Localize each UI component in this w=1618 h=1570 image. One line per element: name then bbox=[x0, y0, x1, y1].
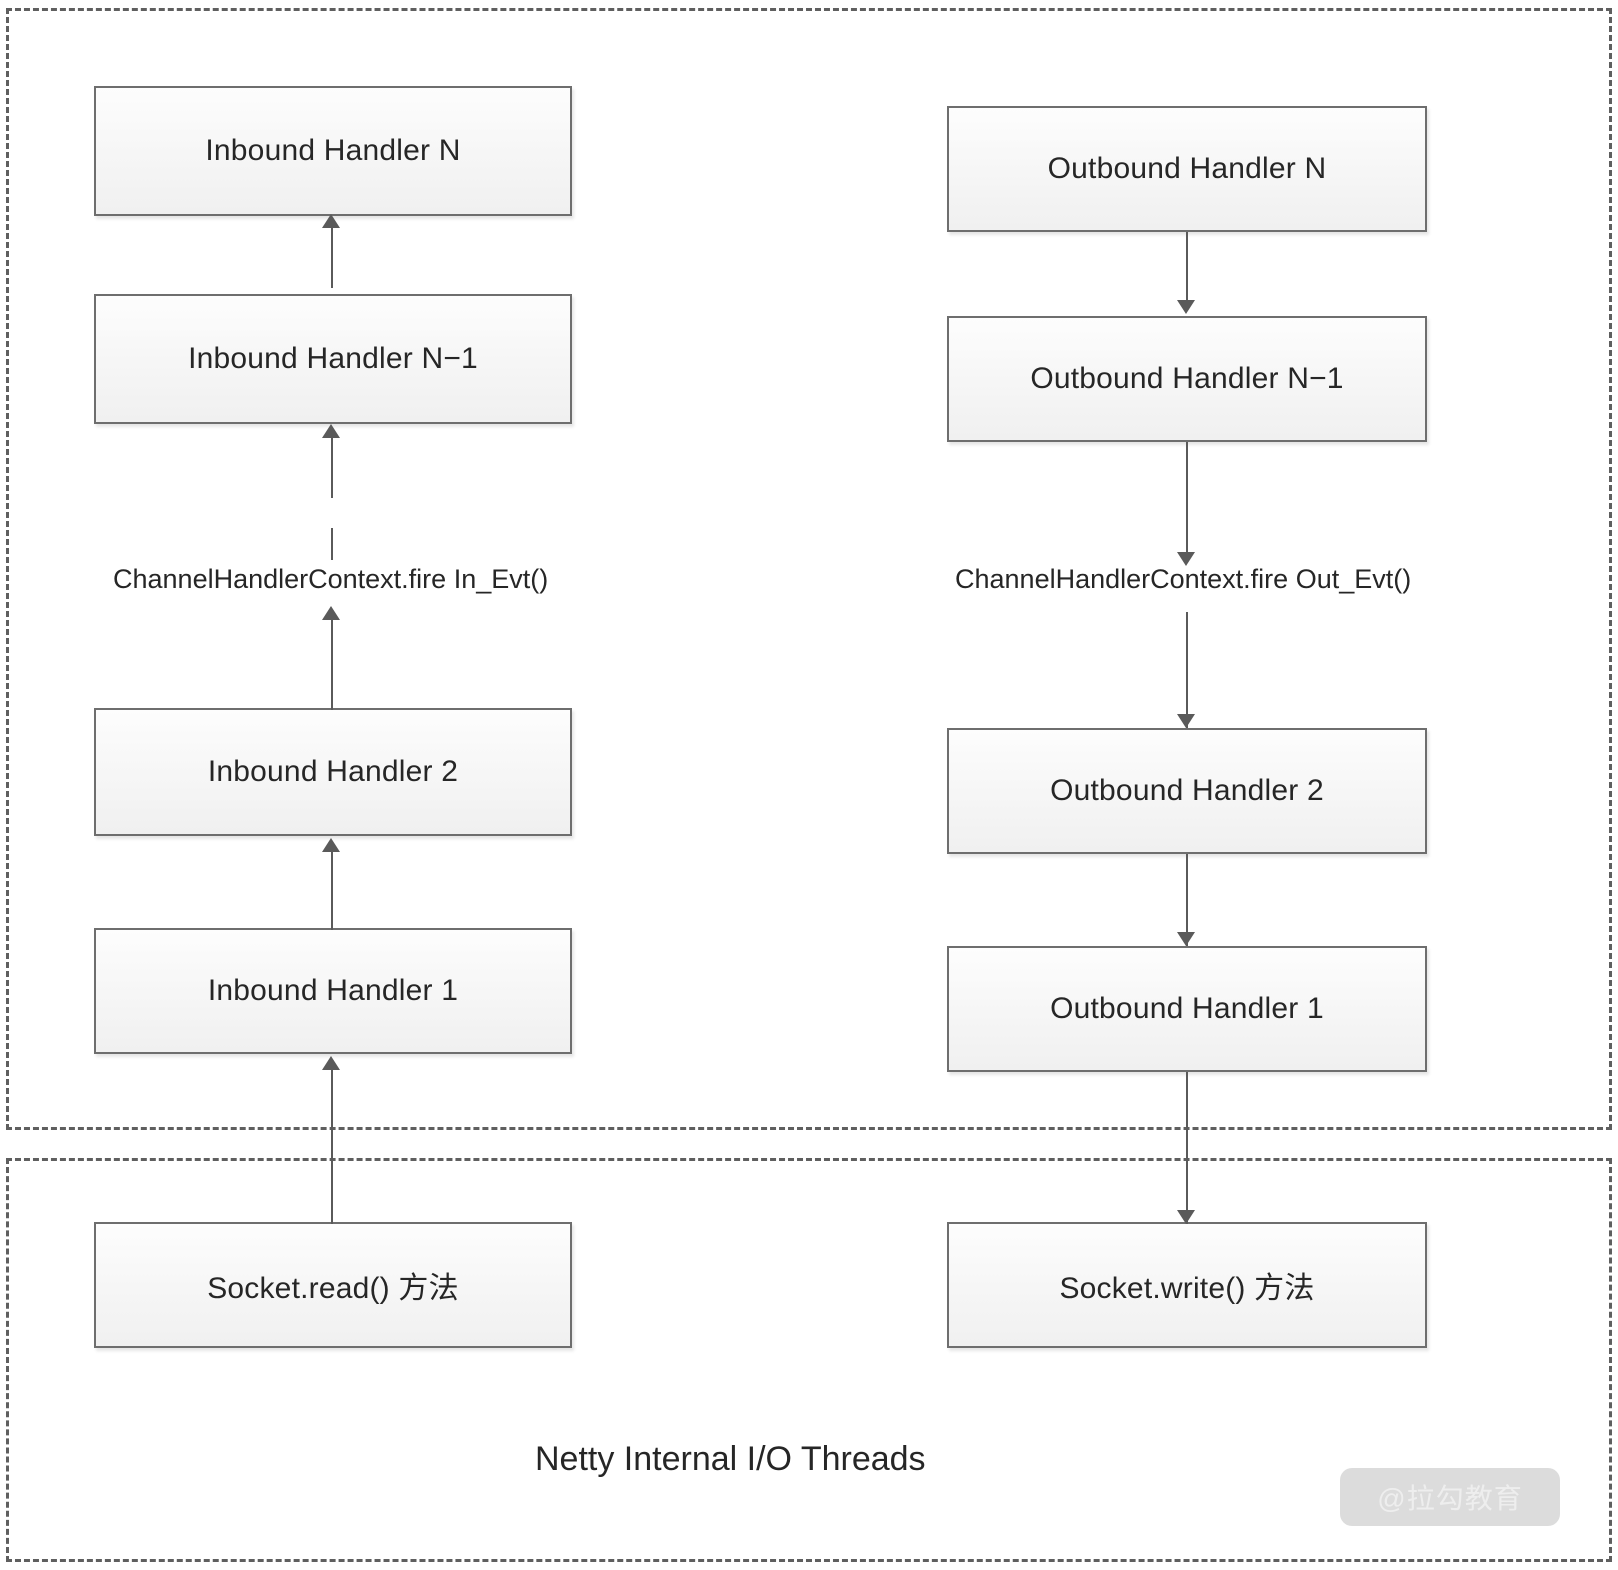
watermark: @拉勾教育 bbox=[1340, 1468, 1560, 1526]
arrow-up-icon bbox=[322, 606, 340, 620]
connector-outbound-n1-to-label bbox=[1186, 442, 1188, 554]
node-socket-read[interactable]: Socket.read() 方法 bbox=[94, 1222, 572, 1348]
edge-label-outbound-fire-event: ChannelHandlerContext.fire Out_Evt() bbox=[955, 564, 1412, 594]
node-outbound-handler-n-1[interactable]: Outbound Handler N−1 bbox=[947, 316, 1427, 442]
arrow-down-icon bbox=[1177, 552, 1195, 566]
node-label: Inbound Handler 2 bbox=[207, 755, 459, 788]
connector-inbound-1-to-2 bbox=[331, 852, 333, 930]
node-inbound-handler-1[interactable]: Inbound Handler 1 bbox=[94, 928, 572, 1054]
arrow-up-icon bbox=[322, 838, 340, 852]
node-outbound-handler-1[interactable]: Outbound Handler 1 bbox=[947, 946, 1427, 1072]
connector-inbound-n1-to-n bbox=[331, 228, 333, 288]
connector-outbound-1-to-socket-write bbox=[1186, 1072, 1188, 1224]
node-label: Outbound Handler 2 bbox=[1050, 774, 1324, 807]
node-outbound-handler-n[interactable]: Outbound Handler N bbox=[947, 106, 1427, 232]
watermark-text: @拉勾教育 bbox=[1377, 1483, 1523, 1514]
arrow-up-icon bbox=[322, 424, 340, 438]
node-label: Outbound Handler N−1 bbox=[1030, 362, 1344, 395]
region-handler-threads bbox=[6, 8, 1612, 1130]
node-label: Socket.write() 方法 bbox=[1059, 1272, 1315, 1305]
node-outbound-handler-2[interactable]: Outbound Handler 2 bbox=[947, 728, 1427, 854]
node-label: Inbound Handler N bbox=[205, 134, 461, 167]
arrow-down-icon bbox=[1177, 300, 1195, 314]
node-inbound-handler-2[interactable]: Inbound Handler 2 bbox=[94, 708, 572, 836]
node-label: Outbound Handler 1 bbox=[1050, 992, 1324, 1025]
arrow-down-icon bbox=[1177, 714, 1195, 728]
connector-inbound-gap-upper bbox=[331, 438, 333, 498]
connector-outbound-label-to-2 bbox=[1186, 612, 1188, 728]
arrow-up-icon bbox=[322, 1056, 340, 1070]
connector-inbound-2-to-label bbox=[331, 612, 333, 710]
connector-outbound-n-to-n1 bbox=[1186, 232, 1188, 302]
node-inbound-handler-n-1[interactable]: Inbound Handler N−1 bbox=[94, 294, 572, 424]
node-inbound-handler-n[interactable]: Inbound Handler N bbox=[94, 86, 572, 216]
connector-outbound-2-to-1 bbox=[1186, 854, 1188, 946]
arrow-down-icon bbox=[1177, 932, 1195, 946]
node-socket-write[interactable]: Socket.write() 方法 bbox=[947, 1222, 1427, 1348]
region-netty-io-threads bbox=[6, 1158, 1612, 1562]
node-label: Socket.read() 方法 bbox=[207, 1272, 459, 1305]
connector-inbound-label-stub bbox=[331, 528, 333, 560]
arrow-down-icon bbox=[1177, 1210, 1195, 1224]
arrow-up-icon bbox=[322, 214, 340, 228]
connector-socket-read-to-inbound-1 bbox=[331, 1070, 333, 1224]
edge-label-inbound-fire-event: ChannelHandlerContext.fire In_Evt() bbox=[113, 564, 549, 594]
caption-netty-internal-io-threads: Netty Internal I/O Threads bbox=[535, 1440, 926, 1478]
node-label: Inbound Handler 1 bbox=[207, 974, 459, 1007]
node-label: Inbound Handler N−1 bbox=[188, 342, 478, 375]
node-label: Outbound Handler N bbox=[1047, 152, 1327, 185]
